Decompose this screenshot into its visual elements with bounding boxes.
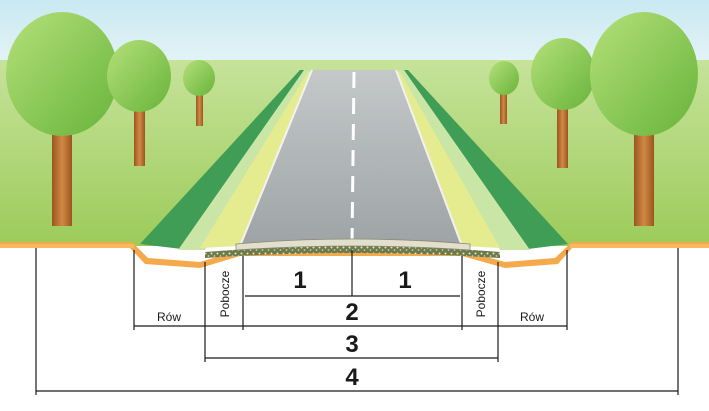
left-shoulder-surface xyxy=(200,72,312,248)
ground-topsoil-right xyxy=(570,244,709,248)
tree-left-small xyxy=(183,60,215,126)
tree-right-medium xyxy=(531,38,595,168)
right-shoulder-surface xyxy=(396,72,500,248)
left-edge-line xyxy=(239,69,313,247)
left-embankment-slope xyxy=(140,70,308,250)
tree-right-small xyxy=(489,61,519,124)
label-shoulder-left: Pobocze xyxy=(218,270,232,317)
carriageway-surface xyxy=(240,70,462,246)
label-road-belt: 4 xyxy=(345,364,359,391)
label-crown: 3 xyxy=(345,331,358,358)
label-lane-right: 1 xyxy=(398,267,411,294)
label-ditch-left: Rów xyxy=(157,310,181,324)
tree-right-large xyxy=(590,12,698,226)
ground-topsoil-left xyxy=(0,244,134,248)
deciduous-tree-icon xyxy=(52,120,72,226)
right-embankment-light xyxy=(398,70,530,250)
label-shoulder-right: Pobocze xyxy=(474,270,488,317)
right-embankment-slope xyxy=(400,70,568,250)
label-lane-left: 1 xyxy=(293,267,306,294)
center-line xyxy=(350,71,356,245)
tree-left-medium xyxy=(107,40,171,166)
right-edge-line xyxy=(395,69,463,247)
pavement-wearing-course xyxy=(235,238,471,251)
label-carriageway: 2 xyxy=(345,299,358,326)
label-ditch-right: Rów xyxy=(520,310,544,324)
ground-profile xyxy=(0,242,709,268)
tree-left-large xyxy=(6,12,118,226)
left-embankment-light xyxy=(178,70,310,250)
